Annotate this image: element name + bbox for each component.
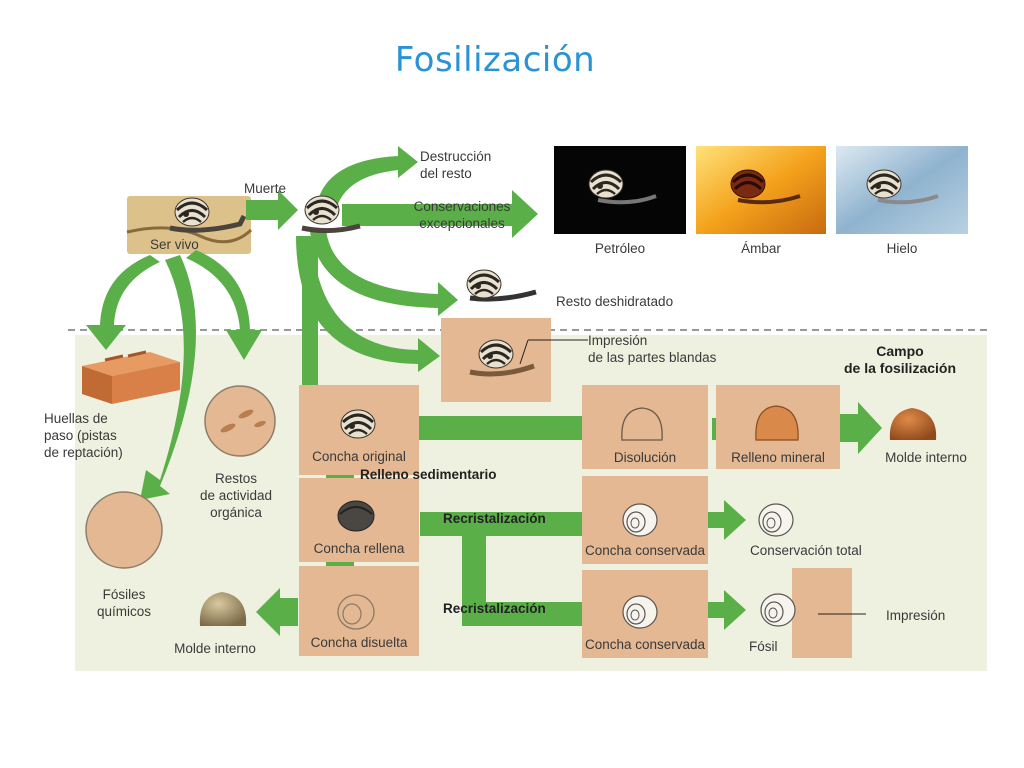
- living-snail-icon: [169, 196, 247, 233]
- arrow-to-activity: [186, 250, 262, 360]
- internal-mold-right-icon: [889, 408, 937, 440]
- dead-snail-icon: [301, 194, 361, 234]
- fossil-shell-icon: [760, 593, 866, 627]
- original-shell-label: Concha original: [312, 449, 406, 464]
- soft-impression-snail-icon: [469, 338, 588, 377]
- recrystallization-label-1: Recristalización: [443, 511, 546, 526]
- amber-snail-icon: [730, 169, 801, 205]
- arrow-to-fossil: [708, 590, 746, 630]
- living-label: Ser vivo: [150, 237, 199, 252]
- filled-shell-label: Concha rellena: [313, 541, 405, 556]
- internal-mold-left-icon: [199, 592, 247, 626]
- mineral-fill-shell-icon: [755, 405, 799, 441]
- original-shell-icon: [339, 408, 377, 440]
- recrystallization-label-2: Recristalización: [443, 601, 546, 616]
- branch-icon: [126, 226, 253, 244]
- chemical-fossils-circle: [85, 491, 163, 569]
- arrow-death: [246, 190, 298, 230]
- impression-box: [792, 568, 852, 658]
- arrow-to-total-preservation: [708, 500, 746, 540]
- dissolved-shell-label: Concha disuelta: [310, 635, 408, 650]
- footprints-block-icon: [82, 350, 180, 404]
- dissolved-shell-box: [299, 566, 419, 656]
- activity-traces-circle: [204, 385, 276, 457]
- filled-shell-icon: [337, 500, 375, 532]
- dissolved-shell-icon: [337, 594, 375, 630]
- arrow-to-chemical: [140, 255, 196, 500]
- preserved-shell-label-1: Concha conservada: [584, 543, 706, 558]
- dissolution-label: Disolución: [613, 450, 677, 465]
- internal-mold-left-label: Molde interno: [174, 641, 256, 656]
- preserved-shell-label-2: Concha conservada: [584, 637, 706, 652]
- preserved-shell-icon-2: [622, 595, 658, 629]
- arrow-exceptional: [342, 190, 538, 238]
- ice-box: [836, 146, 968, 234]
- arrow-recrystallization: [420, 512, 582, 626]
- mineral-fill-label: Relleno mineral: [731, 450, 825, 465]
- dehydrated-label: Resto deshidratado: [556, 294, 674, 309]
- internal-mold-right-label: Molde interno: [885, 450, 967, 465]
- arrow-to-internal-mold: [840, 402, 882, 454]
- sediment-boxes: [299, 318, 852, 658]
- coprolite-icon: [220, 409, 266, 433]
- arrow-to-footprints: [86, 255, 160, 350]
- sediment-fill-label: Relleno sedimentario: [360, 467, 497, 482]
- arrow-destruction: [318, 146, 418, 210]
- preserved-shell-icon-1: [622, 503, 658, 537]
- dehydrated-snail-icon: [465, 268, 537, 302]
- impression-label: Impresión: [886, 608, 946, 623]
- arrow-dissolution-to-mineral: [712, 418, 716, 440]
- fossil-label: Fósil: [749, 639, 778, 654]
- slide-title: Fosilización: [394, 40, 596, 80]
- death-label: Muerte: [244, 181, 287, 196]
- total-preservation-shell-icon: [758, 503, 794, 537]
- ice-label: Hielo: [886, 241, 918, 256]
- ice-snail-icon: [865, 168, 939, 205]
- arrow-to-internal-mold-left: [256, 588, 298, 636]
- amber-label: Ámbar: [741, 241, 781, 256]
- arrow-to-original-shell: [302, 240, 318, 392]
- dissolution-box: [582, 385, 708, 469]
- petroleum-snail-icon: [587, 168, 657, 205]
- petroleum-label: Petróleo: [594, 241, 646, 256]
- arrow-to-dissolution: [390, 416, 582, 440]
- total-preservation-label: Conservación total: [750, 543, 862, 558]
- dissolution-shell-icon: [621, 407, 663, 441]
- arrow-dehydrated: [310, 230, 458, 316]
